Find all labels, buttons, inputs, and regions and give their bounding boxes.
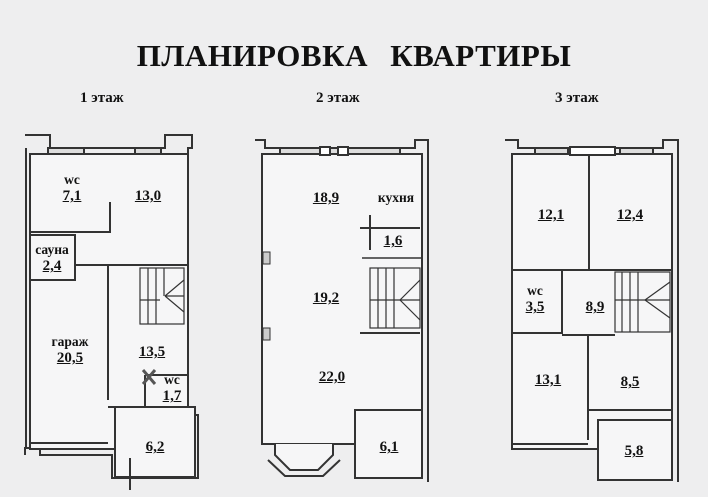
room-area: 7,1 [62,188,82,204]
room-area: 6,1 [379,439,399,455]
room-name: wc [164,372,180,387]
floor-2-label: 2 этаж [316,90,360,106]
room-porch-1: 6,2 [146,439,165,455]
room-balcony-3: 5,8 [625,443,644,459]
room-area: 3,5 [525,299,545,315]
floor-1-label: 1 этаж [80,90,124,106]
room-name: сауна [35,242,69,257]
room-name: wc [527,283,543,298]
room-kitchen: кухня [378,190,414,206]
floor-3-plan [505,139,679,482]
room-area: 20,5 [56,350,84,366]
page-title: ПЛАНИРОВКА КВАРТИРЫ [136,38,572,73]
room-hall-3: 8,9 [586,299,605,315]
floor-1-plan [24,134,199,490]
room-bedroom-3: 13,1 [535,372,561,388]
room-name: wc [64,172,80,187]
room-area: 13,5 [138,344,166,360]
room-terrace-2: 6,1 [380,439,399,455]
room-living-top: 18,9 [313,190,339,206]
room-living-bottom: 22,0 [319,369,345,385]
room-area: 18,9 [312,190,340,206]
room-hall-1: 13,0 [135,188,161,204]
room-area: 13,1 [534,372,562,388]
room-area: 1,6 [383,233,403,249]
room-area: 12,4 [616,207,644,223]
room-wc-floor-2: 1,6 [384,233,403,249]
room-bedroom-1: 12,1 [538,207,564,223]
floor-3-label: 3 этаж [555,90,599,106]
room-name: гараж [51,334,89,349]
room-area: 8,5 [620,374,640,390]
room-area: 19,2 [312,290,340,306]
room-bedroom-2: 12,4 [617,207,643,223]
room-area: 22,0 [318,369,346,385]
room-name: кухня [377,190,415,205]
room-area: 12,1 [537,207,565,223]
room-area: 5,8 [624,443,644,459]
room-area: 1,7 [162,388,182,404]
room-area: 13,0 [134,188,162,204]
room-area: 8,9 [585,299,605,315]
room-area: 6,2 [145,439,165,455]
room-area: 2,4 [42,258,62,274]
floor-2-plan [255,139,429,482]
room-bedroom-4: 8,5 [621,374,640,390]
room-stair-hall-1: 13,5 [139,344,165,360]
room-living-middle: 19,2 [313,290,339,306]
